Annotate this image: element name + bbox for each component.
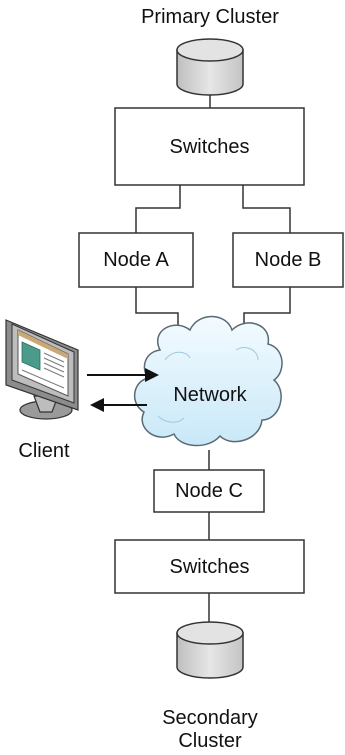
client-label: Client [18,440,70,462]
node-a-label: Node A [103,249,169,271]
node-b-label: Node B [254,249,322,271]
network-label: Network [173,384,247,406]
node-b-box [232,232,344,288]
switches-top-label: Switches [169,135,250,158]
switches-bottom-box [114,539,305,594]
switches-bottom-label: Switches [169,555,250,578]
node-c-label: Node C [175,480,243,502]
node-a-box [78,232,194,288]
switches-top-box [114,107,305,186]
primary-cluster-disk [176,38,244,96]
secondary-cluster-label-line2: Cluster [178,730,242,752]
node-c-box [153,469,265,513]
network-cloud-icon [134,315,283,447]
client-network-arrows [87,368,159,412]
primary-cluster-label: Primary Cluster [141,6,279,28]
connector-lines [135,95,291,622]
client-monitor-icon [5,319,79,420]
secondary-cluster-label-line1: Secondary [162,707,258,729]
secondary-cluster-disk [176,621,244,679]
